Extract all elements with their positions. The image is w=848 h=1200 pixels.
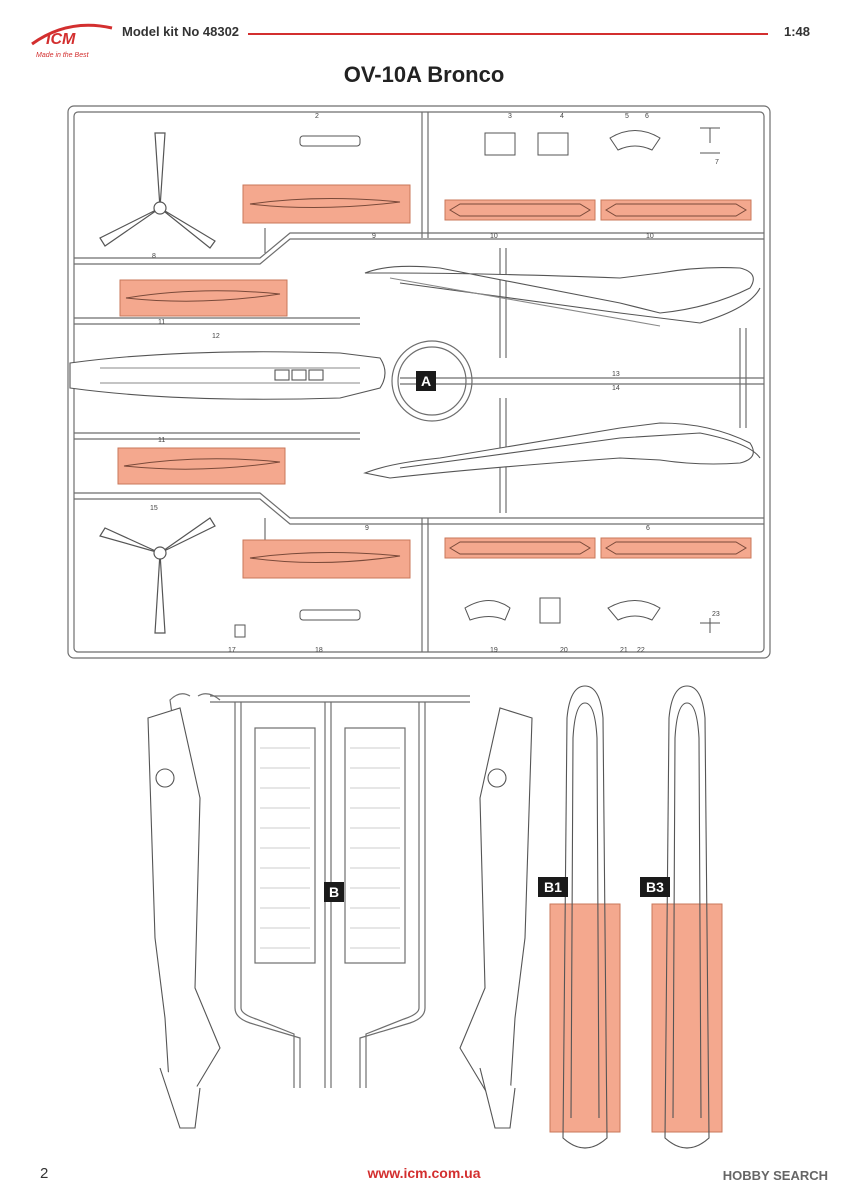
page-header: ICM Made in the Best Model kit No 48302 … — [0, 0, 848, 60]
svg-text:3: 3 — [508, 113, 512, 120]
svg-text:19: 19 — [490, 647, 498, 654]
svg-text:4: 4 — [560, 113, 564, 120]
sprue-b1-label: B1 — [538, 877, 568, 897]
svg-text:Made in the Best: Made in the Best — [36, 52, 90, 59]
svg-text:5: 5 — [625, 113, 629, 120]
svg-text:ICM: ICM — [46, 31, 76, 48]
tail-fin-b3-part — [664, 685, 710, 1149]
svg-text:6: 6 — [645, 113, 649, 120]
wing-right-part — [459, 707, 533, 1129]
svg-text:10: 10 — [490, 233, 498, 240]
tail-fin-b1-part — [562, 685, 608, 1149]
icm-logo: ICM Made in the Best — [28, 18, 118, 65]
svg-text:18: 18 — [315, 647, 323, 654]
website-link[interactable]: www.icm.com.ua — [367, 1165, 481, 1181]
fuselage-half-part — [69, 351, 386, 400]
svg-text:20: 20 — [560, 647, 568, 654]
header-rule — [248, 33, 768, 35]
svg-text:14: 14 — [612, 385, 620, 392]
svg-text:23: 23 — [712, 611, 720, 618]
svg-text:8: 8 — [152, 253, 156, 260]
sprue-b1-b3-diagram — [549, 685, 723, 1149]
scale-label: 1:48 — [783, 24, 810, 39]
svg-text:9: 9 — [372, 233, 376, 240]
svg-text:2: 2 — [315, 113, 319, 120]
propeller-top-icon — [99, 132, 216, 249]
sprue-a-label: A — [416, 371, 436, 391]
propeller-bottom-icon — [99, 517, 216, 634]
svg-text:12: 12 — [212, 333, 220, 340]
tail-boom-upper-part — [364, 265, 761, 327]
svg-text:6: 6 — [646, 525, 650, 532]
svg-text:7: 7 — [715, 159, 719, 166]
watermark: HOBBY SEARCH — [722, 1168, 828, 1183]
svg-text:10: 10 — [646, 233, 654, 240]
svg-text:17: 17 — [228, 647, 236, 654]
svg-text:21: 21 — [620, 647, 628, 654]
tail-boom-lower-part — [363, 422, 761, 479]
wing-left-part — [147, 707, 221, 1129]
sprue-a-diagram: 2 3 4 5 6 7 8 9 10 10 11 12 13 14 11 15 … — [67, 105, 771, 659]
svg-text:22: 22 — [637, 647, 645, 654]
svg-text:11: 11 — [158, 437, 165, 444]
svg-text:15: 15 — [150, 505, 158, 512]
svg-text:9: 9 — [365, 525, 369, 532]
sprue-b-label: B — [324, 882, 344, 902]
sprue-b-diagram — [147, 693, 533, 1129]
svg-text:13: 13 — [612, 371, 620, 378]
page-number: 2 — [40, 1165, 49, 1182]
sprue-b3-label: B3 — [640, 877, 670, 897]
kit-number: Model kit No 48302 — [122, 24, 240, 39]
svg-text:11: 11 — [158, 319, 165, 326]
page-title: OV-10A Bronco — [343, 62, 505, 87]
